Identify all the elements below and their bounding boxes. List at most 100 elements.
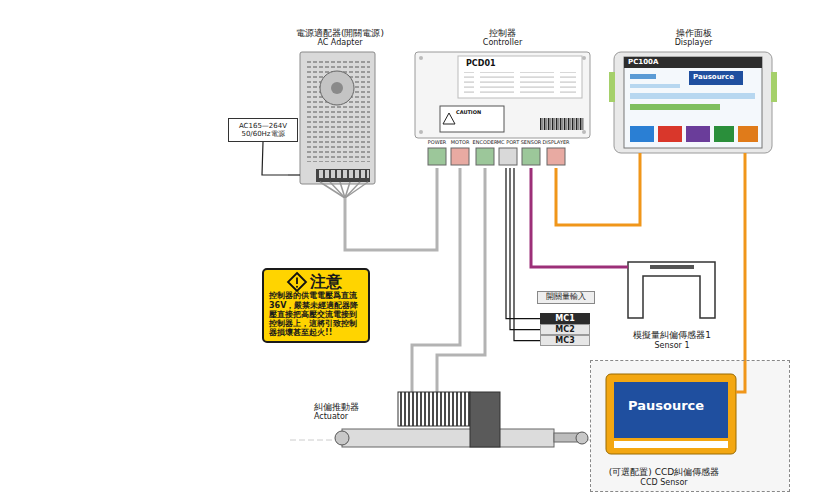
- controller-drawing: [464, 72, 576, 96]
- node-heading: (可選配置) CCD糾偏傳感器: [591, 467, 737, 477]
- node-heading: 注意: [269, 273, 363, 291]
- sensor-node: 模擬量糾偏傳感器1Sensor 1: [620, 254, 724, 350]
- caution-box: 注意控制器的供電電壓爲直流36V，嚴禁未經適配器降壓直接把高壓交流電接到控制器上…: [262, 268, 370, 343]
- wire-connector: [531, 168, 620, 267]
- controller-drawing: [415, 52, 590, 165]
- wire-connector: [437, 168, 485, 372]
- node-heading: 控制器: [410, 28, 595, 38]
- ccd-sensor-drawing: [591, 361, 789, 491]
- node-text: CCD Sensor: [591, 478, 737, 487]
- printed-label: PCD01: [466, 60, 496, 68]
- wire-connector: [262, 142, 288, 175]
- wire-connector: [345, 168, 437, 250]
- actuator-drawing: [290, 372, 592, 447]
- wire-connector: [514, 168, 540, 341]
- displayer-drawing: [624, 57, 762, 148]
- controller-drawing: [582, 130, 586, 134]
- actuator-drawing: [576, 432, 588, 444]
- displayer-drawing: [624, 57, 762, 68]
- node-heading: MC2: [541, 325, 589, 334]
- ac-adapter-drawing: [340, 182, 345, 198]
- ac-adapter-drawing: [345, 182, 368, 198]
- node-heading: MC1: [541, 314, 589, 323]
- port-label: ENCODER: [473, 140, 498, 145]
- node-heading: AC165—264V 50/60Hz電源: [233, 122, 293, 138]
- actuator-node: 糾偏推動器Actuator: [300, 372, 590, 472]
- controller-drawing: [440, 106, 504, 132]
- ccd-sensor-drawing: [591, 360, 789, 491]
- sensor-drawing: [620, 266, 628, 269]
- controller-drawing: [451, 148, 469, 165]
- node-heading: MC3: [541, 336, 589, 345]
- node-text: Sensor 1: [620, 341, 724, 350]
- node-heading: 糾偏推動器: [314, 402, 590, 412]
- wire-connector: [744, 153, 747, 360]
- adapter-node: 電源適配器(開關電源)AC Adapter: [288, 28, 392, 198]
- displayer-drawing: [689, 71, 743, 85]
- node-text: AC Adapter: [288, 38, 392, 47]
- ccd-sensor-drawing: [614, 441, 728, 448]
- displayer-drawing: [686, 126, 710, 142]
- controller-drawing: [499, 148, 517, 165]
- wire-connector: [412, 168, 460, 372]
- printed-label: PC100A: [628, 59, 658, 66]
- controller-drawing: [443, 113, 455, 124]
- controller-drawing: [522, 148, 540, 165]
- displayer-drawing: [771, 72, 777, 102]
- warning-icon: [296, 278, 298, 285]
- displayer-drawing: [630, 104, 720, 110]
- node-heading: 操作面板: [612, 28, 775, 38]
- ac-adapter-drawing: [300, 52, 375, 184]
- wire-connector: [556, 153, 640, 225]
- actuator-drawing: [342, 429, 554, 447]
- displayer-drawing: [630, 93, 755, 99]
- actuator-drawing: [398, 392, 470, 426]
- warning-icon: [296, 286, 298, 288]
- node-text: 控制器的供電電壓爲直流36V，嚴禁未經適配器降壓直接把高壓交流電接到控制器上，這…: [269, 291, 363, 337]
- displayer-drawing: [609, 52, 777, 153]
- actuator-drawing: [335, 431, 349, 445]
- controller-drawing: [419, 56, 423, 60]
- displayer-drawing: [630, 74, 656, 79]
- node-heading: 模擬量糾偏傳感器1: [620, 330, 724, 340]
- controller-drawing: [540, 118, 584, 130]
- controller-drawing: [582, 56, 586, 60]
- node-text: Actuator: [314, 412, 590, 421]
- ac-adapter-drawing: [330, 182, 345, 198]
- port-label: MC PORT: [497, 140, 520, 145]
- wire-connector: [506, 168, 540, 319]
- port-label: SENSOR: [521, 140, 542, 145]
- controller-drawing: [476, 148, 494, 165]
- ac-adapter-drawing: [331, 82, 343, 94]
- ac-adapter-drawing: [288, 52, 375, 198]
- port-label: DISPLAYER: [542, 140, 569, 145]
- printed-label: Pausource: [628, 399, 704, 412]
- input-title-box: 開關量輸入: [537, 291, 595, 304]
- ccd-sensor-drawing: [614, 382, 728, 438]
- ac-adapter-drawing: [320, 182, 368, 198]
- power-source-box: AC165—264V 50/60Hz電源: [228, 118, 298, 142]
- displayer-drawing: [609, 72, 615, 102]
- sensor-drawing: [628, 262, 715, 318]
- displayer-node: 操作面板Displayer: [612, 28, 775, 153]
- node-heading: 電源適配器(開關電源): [288, 28, 392, 38]
- controller-drawing: [419, 130, 423, 134]
- printed-label: Pausource: [693, 74, 734, 81]
- controller-node: 控制器Controller: [410, 28, 595, 168]
- displayer-drawing: [614, 52, 772, 153]
- warning-icon: [288, 273, 306, 291]
- controller-drawing: [428, 148, 446, 165]
- node-text: Controller: [410, 38, 595, 47]
- displayer-drawing: [630, 84, 680, 88]
- displayer-drawing: [738, 126, 758, 142]
- port-label: POWER: [428, 140, 447, 145]
- actuator-drawing: [412, 372, 437, 392]
- ac-adapter-drawing: [317, 169, 369, 182]
- mc-box: MC1: [540, 313, 590, 324]
- sensor-drawing: [650, 265, 694, 269]
- ac-adapter-drawing: [320, 182, 345, 198]
- displayer-drawing: [630, 126, 654, 142]
- actuator-drawing: [470, 392, 500, 447]
